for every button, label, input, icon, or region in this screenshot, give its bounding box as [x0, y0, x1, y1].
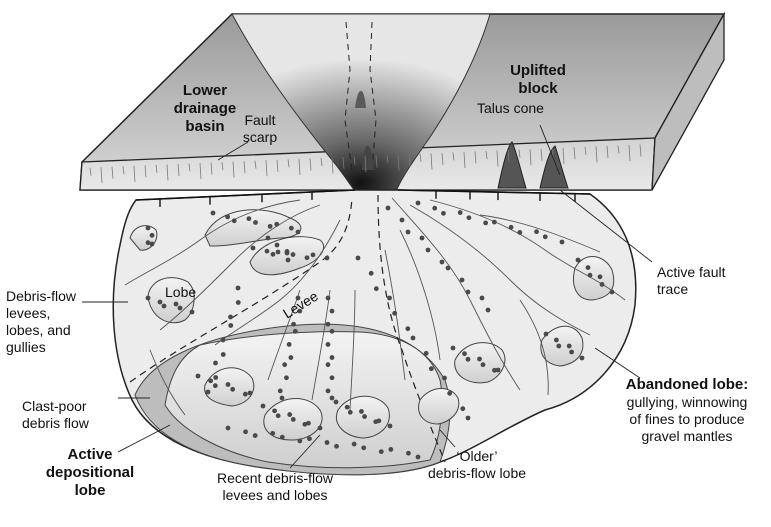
label-uplifted-block: Uplifted block	[510, 62, 566, 97]
fan-surface	[112, 189, 637, 476]
label-clast-poor-debris-flow: Clast-poor debris flow	[22, 398, 89, 431]
abandoned-lobe-title: Abandoned lobe:	[625, 376, 749, 393]
leader-lines	[82, 124, 653, 469]
label-lobe: Lobe	[165, 284, 197, 300]
label-abandoned-lobe: Abandoned lobe: gullying, winnowing of f…	[612, 376, 762, 445]
label-recent-debris-flow: Recent debris-flow levees and lobes	[217, 470, 333, 503]
label-active-depositional-lobe: Active depositional lobe	[45, 446, 135, 499]
label-active-fault-trace: Active fault trace	[657, 264, 726, 297]
label-older-debris-flow-lobe: ‘Older’ debris-flow lobe	[427, 448, 527, 481]
label-talus-cone: Talus cone	[477, 100, 544, 116]
label-fault-scarp: Fault scarp	[242, 112, 278, 145]
label-debris-flow-levees: Debris-flow levees, lobes, and gullies	[6, 288, 77, 355]
label-lower-drainage-basin: Lower drainage basin	[173, 82, 237, 135]
